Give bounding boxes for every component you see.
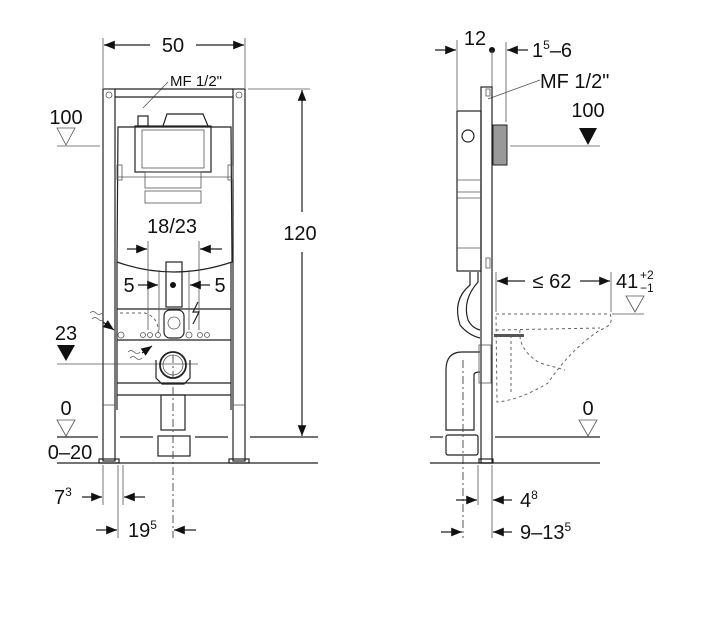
seat-height-marker: 41 +2 −1: [612, 268, 654, 315]
offset-dimensions: 5 5: [123, 275, 225, 297]
pipe-offset-label: 48: [520, 488, 538, 512]
frame-profile: [480, 86, 493, 464]
flush-spacing-label: 18/23: [147, 216, 197, 238]
level-23-label: 23: [55, 323, 77, 345]
leg-offset-label: 73: [54, 485, 72, 509]
seat-tolerance-minus: −1: [640, 281, 654, 295]
seat-height-label: 41: [616, 271, 638, 293]
water-supply-icon-2: [127, 350, 143, 360]
bowl-projection-label: ≤ 62: [533, 271, 572, 293]
width-dimension: 50: [102, 35, 246, 88]
depth-label: 12: [464, 28, 486, 50]
offset-right-label: 5: [214, 275, 225, 297]
seat-tolerance-plus: +2: [640, 268, 654, 282]
pipe-offset-dimension: 48: [456, 465, 538, 538]
water-supply-icon: [89, 311, 105, 321]
leg-offset-dimension: 73: [54, 465, 145, 509]
outlet-range-label: 9–135: [520, 520, 572, 544]
level-100-marker: 100: [49, 107, 100, 147]
flush-plate: [492, 124, 508, 166]
floor-lines-side: 0: [430, 398, 600, 464]
depth-dimension: 12: [435, 28, 495, 110]
level-23-marker: 23: [55, 323, 198, 365]
cistern-side: [456, 110, 482, 272]
connection-label: MF 1/2": [170, 73, 222, 90]
center-offset-label: 195: [128, 518, 157, 542]
connection-label-side: MF 1/2": [540, 71, 609, 93]
height-dimension: 120: [248, 88, 317, 436]
center-offset-dimension: 195: [96, 465, 196, 542]
wall-gap-label: 15–6: [532, 38, 572, 62]
flush-pipe: [165, 261, 183, 308]
level-100-label-side: 100: [571, 100, 604, 122]
frame: [98, 88, 250, 464]
wc-bowl-outline: [494, 313, 612, 403]
level-100-label: 100: [49, 107, 82, 129]
level-0-label: 0: [60, 398, 71, 420]
width-label: 50: [162, 35, 184, 57]
flush-spacing-dimension: 18/23: [127, 216, 222, 330]
electric-icon: [192, 301, 200, 325]
bowl-projection-dimension: ≤ 62: [495, 271, 612, 312]
level-100-marker-side: 100: [510, 100, 605, 147]
wall-gap-dimension: 15–6: [505, 38, 572, 122]
floor-range-label: 0–20: [48, 442, 93, 464]
connection-leader: [142, 81, 169, 109]
side-view: 12 15–6 MF 1/2" 10: [430, 28, 654, 544]
offset-left-label: 5: [123, 275, 134, 297]
outlet-range-dimension: 9–135: [441, 520, 572, 544]
cistern: [116, 113, 234, 273]
height-label: 120: [283, 223, 316, 245]
floor-lines: 0 0–20: [48, 398, 318, 464]
front-view: 50 MF 1/2": [48, 35, 318, 542]
drain-pipe-side: [445, 272, 492, 538]
level-0-label-side: 0: [582, 398, 593, 420]
